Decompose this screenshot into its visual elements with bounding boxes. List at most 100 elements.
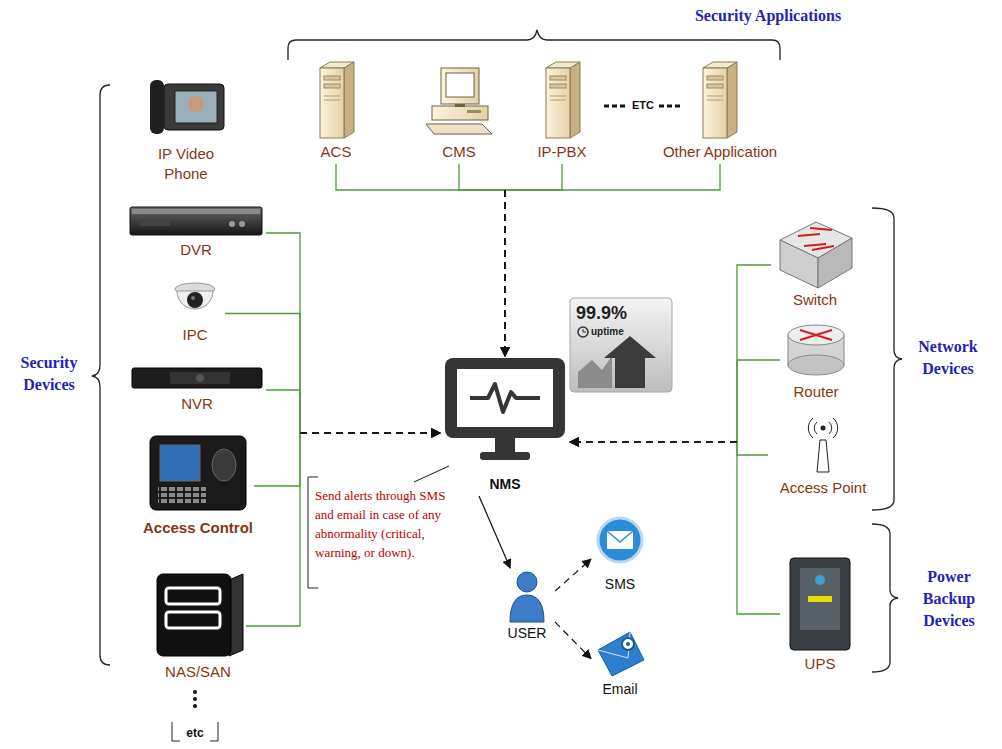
cms-computer: [426, 68, 492, 134]
device-node: UPS: [780, 552, 860, 676]
video-phone-icon: [150, 80, 224, 134]
device-label: IPC: [165, 325, 225, 345]
device-node: Switch: [771, 218, 859, 312]
connector: [555, 559, 591, 591]
dvr-icon: [229, 221, 235, 227]
sms-icon: [607, 531, 633, 549]
sms-icon: [598, 518, 642, 562]
connector: [570, 265, 771, 442]
switch-icon: [780, 222, 852, 288]
arrow-line: [504, 190, 505, 356]
icon-caption: uptime: [591, 325, 641, 338]
continuation-dots: [193, 690, 197, 708]
user-icon: [510, 595, 544, 622]
email-icon: [622, 638, 634, 650]
device-label: Access Control: [142, 518, 254, 538]
dvr-icon: [132, 209, 260, 214]
device-label: NMS: [440, 474, 570, 494]
device-node: CMS: [418, 60, 500, 164]
connector: [570, 360, 780, 442]
bracket-line: [737, 360, 780, 442]
group-label: Security Devices: [8, 352, 90, 396]
connector: [459, 164, 505, 356]
dvr-icon: [239, 221, 245, 227]
dvr-icon: [140, 220, 170, 226]
leader-line: [414, 466, 449, 482]
dome-camera-icon: [177, 291, 213, 309]
video-phone-icon: [175, 91, 217, 123]
access-point-icon: [817, 440, 829, 472]
ups-icon: [808, 596, 832, 602]
access-point-icon: [808, 418, 837, 438]
arrow-line: [570, 441, 737, 442]
access-control-icon: [212, 449, 236, 481]
group-label: Network Devices: [900, 336, 996, 380]
device-node: IPC: [165, 280, 225, 347]
connector: [336, 164, 505, 356]
cms-computer: [441, 68, 479, 104]
alert-note: Send alerts through SMS and email in cas…: [315, 486, 467, 562]
video-phone-icon: [164, 84, 224, 130]
arrow-line: [570, 441, 737, 442]
device-label: NAS/SAN: [150, 662, 246, 682]
device-node: SMS: [591, 514, 649, 596]
connector: [555, 622, 591, 659]
device-node: Other Application: [650, 60, 790, 164]
arrow-line: [300, 432, 440, 433]
arrow-line: [300, 432, 440, 433]
group-label: Power Backup Devices: [907, 566, 991, 632]
cms-computer: [426, 124, 492, 134]
device-label: Access Point: [768, 478, 878, 498]
video-phone-icon: [150, 80, 164, 134]
continuation-dots: [193, 704, 197, 708]
device-node: NAS/SAN: [150, 568, 246, 684]
device-label: UPS: [780, 654, 860, 674]
email-icon: [626, 642, 630, 646]
access-point-icon: [821, 426, 826, 431]
nas-icon: [166, 588, 220, 604]
access-point-icon: [808, 418, 837, 472]
arrow-line: [570, 441, 737, 442]
nas-icon: [166, 612, 220, 628]
connector: [479, 496, 510, 568]
connector: [570, 442, 768, 455]
connector: [505, 164, 562, 356]
continuation-dots: [193, 690, 197, 694]
access-control-icon: [158, 486, 206, 504]
nas-icon: [157, 574, 243, 656]
device-node: IP-PBX: [527, 60, 597, 164]
device-node: NVR: [128, 364, 266, 416]
router-icon: [800, 330, 832, 340]
device-node: DVR: [126, 204, 266, 262]
ups-icon: [790, 558, 850, 650]
device-label: Router: [780, 382, 852, 402]
arrow-line: [555, 559, 591, 591]
nvr-icon: [170, 372, 230, 384]
uptime-badge: [578, 356, 612, 388]
ups-icon: [815, 575, 825, 585]
icon-caption: etc: [180, 726, 210, 741]
dome-camera-icon: [187, 292, 203, 308]
dvr-icon: [130, 207, 262, 235]
nas-icon: [157, 574, 231, 656]
app-server: [703, 62, 737, 138]
arrow-line: [479, 496, 510, 568]
etc-dashes: [659, 105, 681, 108]
email-icon: [598, 632, 644, 676]
monitor-icon: [457, 369, 553, 427]
connector: [254, 433, 440, 486]
arrow-line: [504, 190, 505, 356]
device-node: USER: [499, 568, 555, 645]
access-control-icon: [150, 436, 246, 510]
nvr-icon: [196, 374, 204, 382]
bracket-line: [505, 164, 562, 190]
sms-icon: [598, 518, 642, 562]
nvr-icon: [132, 368, 262, 388]
ups-icon: [800, 568, 840, 630]
arrow-line: [504, 190, 505, 356]
nvr-icon: [132, 368, 262, 388]
router-icon: [788, 325, 844, 345]
group-brace: [288, 30, 780, 60]
bracket-line: [225, 314, 300, 434]
